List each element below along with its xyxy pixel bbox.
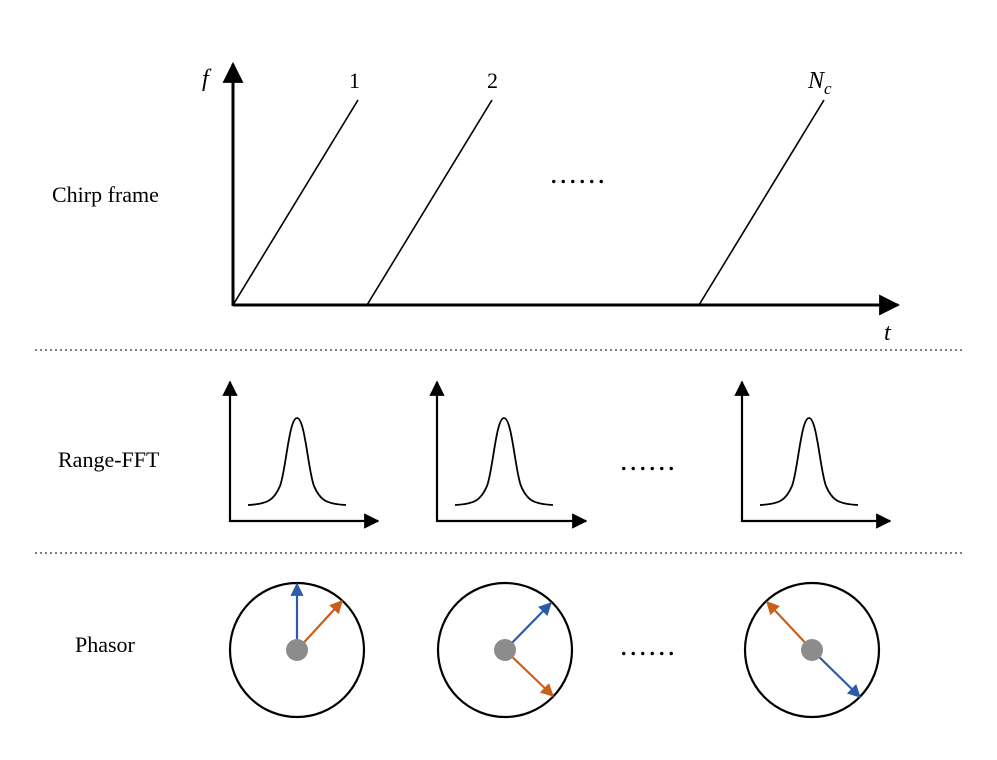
chirp-ellipsis: ...... [550,157,607,190]
chirp-y-axis-label: f [202,66,212,92]
phasor-2-orange-arrow [504,649,554,697]
fft-panel-3-peak [759,417,859,506]
row-label-range-fft: Range-FFT [58,447,160,472]
chirp-label-nc-subscript: c [824,79,832,98]
phasor-1-center-dot [286,639,308,661]
fft-ellipsis: ...... [620,444,677,477]
phasor-3-center-dot [801,639,823,661]
fft-panel-1 [222,380,380,529]
chirp-label-nc-main: N [807,68,826,94]
fft-panel-2-peak [454,417,554,506]
phasor-3-circle [743,581,881,719]
phasor-2 [436,581,574,719]
fft-panel-2 [429,380,588,529]
row-label-phasor: Phasor [75,632,136,657]
chirp-ramp-2 [366,99,493,306]
fft-panel-1-peak [247,417,347,506]
chirp-label-1: 1 [349,68,360,93]
phasor-1 [228,581,366,719]
phasor-3 [743,581,881,719]
phasor-2-circle [436,581,574,719]
chirp-label-nc: Nc [807,68,832,98]
phasor-1-orange-arrow [296,600,343,651]
chirp-x-axis-label: t [884,320,892,346]
fft-panel-3 [734,380,892,529]
row-label-chirp-frame: Chirp frame [52,182,159,207]
phasor-3-blue-arrow [811,649,861,698]
chirp-ramp-1 [232,99,359,306]
chirp-label-2: 2 [487,68,498,93]
phasor-ellipsis: ...... [620,629,677,662]
phasor-2-center-dot [494,639,516,661]
chirp-ramp-nc [698,99,825,306]
